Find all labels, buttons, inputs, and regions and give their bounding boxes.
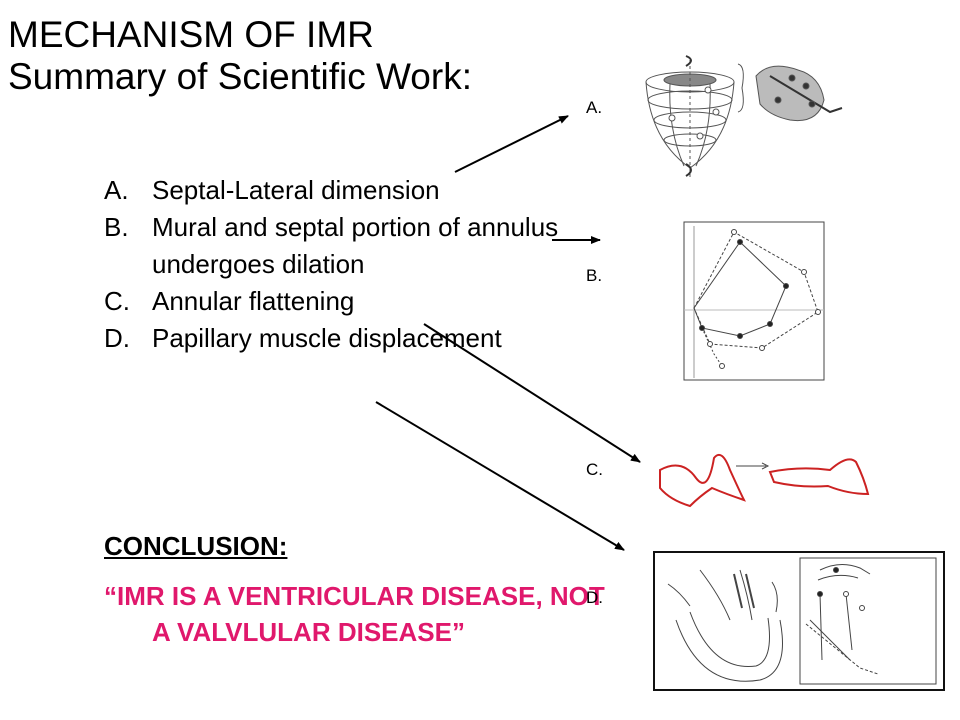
finding-d: D. Papillary muscle displacement — [104, 320, 564, 357]
slide-title: MECHANISM OF IMR Summary of Scientific W… — [8, 14, 472, 98]
conclusion-heading: CONCLUSION: — [104, 531, 288, 561]
arrow-a — [454, 115, 569, 173]
finding-b-text: Mural and septal portion of annulus unde… — [152, 212, 559, 279]
figure-a-label: A. — [586, 98, 603, 117]
finding-b: B. Mural and septal portion of annulus u… — [104, 209, 564, 283]
figure-d-label: D. — [586, 588, 603, 607]
finding-b-marker: B. — [104, 212, 129, 242]
title-line-2: Summary of Scientific Work: — [8, 56, 472, 97]
figure-b-label: B. — [586, 266, 603, 285]
finding-d-marker: D. — [104, 323, 130, 353]
finding-a: A. Septal-Lateral dimension — [104, 172, 564, 209]
figure-c-label: C. — [586, 460, 603, 479]
finding-c: C. Annular flattening — [104, 283, 564, 320]
finding-a-text: Septal-Lateral dimension — [152, 175, 440, 205]
finding-c-marker: C. — [104, 286, 130, 316]
finding-a-marker: A. — [104, 175, 129, 205]
figure-b-annulus-plot — [683, 221, 825, 381]
conclusion-quote: “IMR IS A VENTRICULAR DISEASE, NOT A VAL… — [104, 581, 605, 647]
figure-a-ventricle-diagram — [645, 55, 843, 180]
findings-list: A. Septal-Lateral dimension B. Mural and… — [104, 172, 564, 357]
finding-c-text: Annular flattening — [152, 286, 355, 316]
figure-c-annular-loops — [659, 454, 870, 508]
figure-d-papillary-diagram — [653, 551, 945, 691]
title-line-1: MECHANISM OF IMR — [8, 14, 374, 55]
finding-d-text: Papillary muscle displacement — [152, 323, 502, 353]
